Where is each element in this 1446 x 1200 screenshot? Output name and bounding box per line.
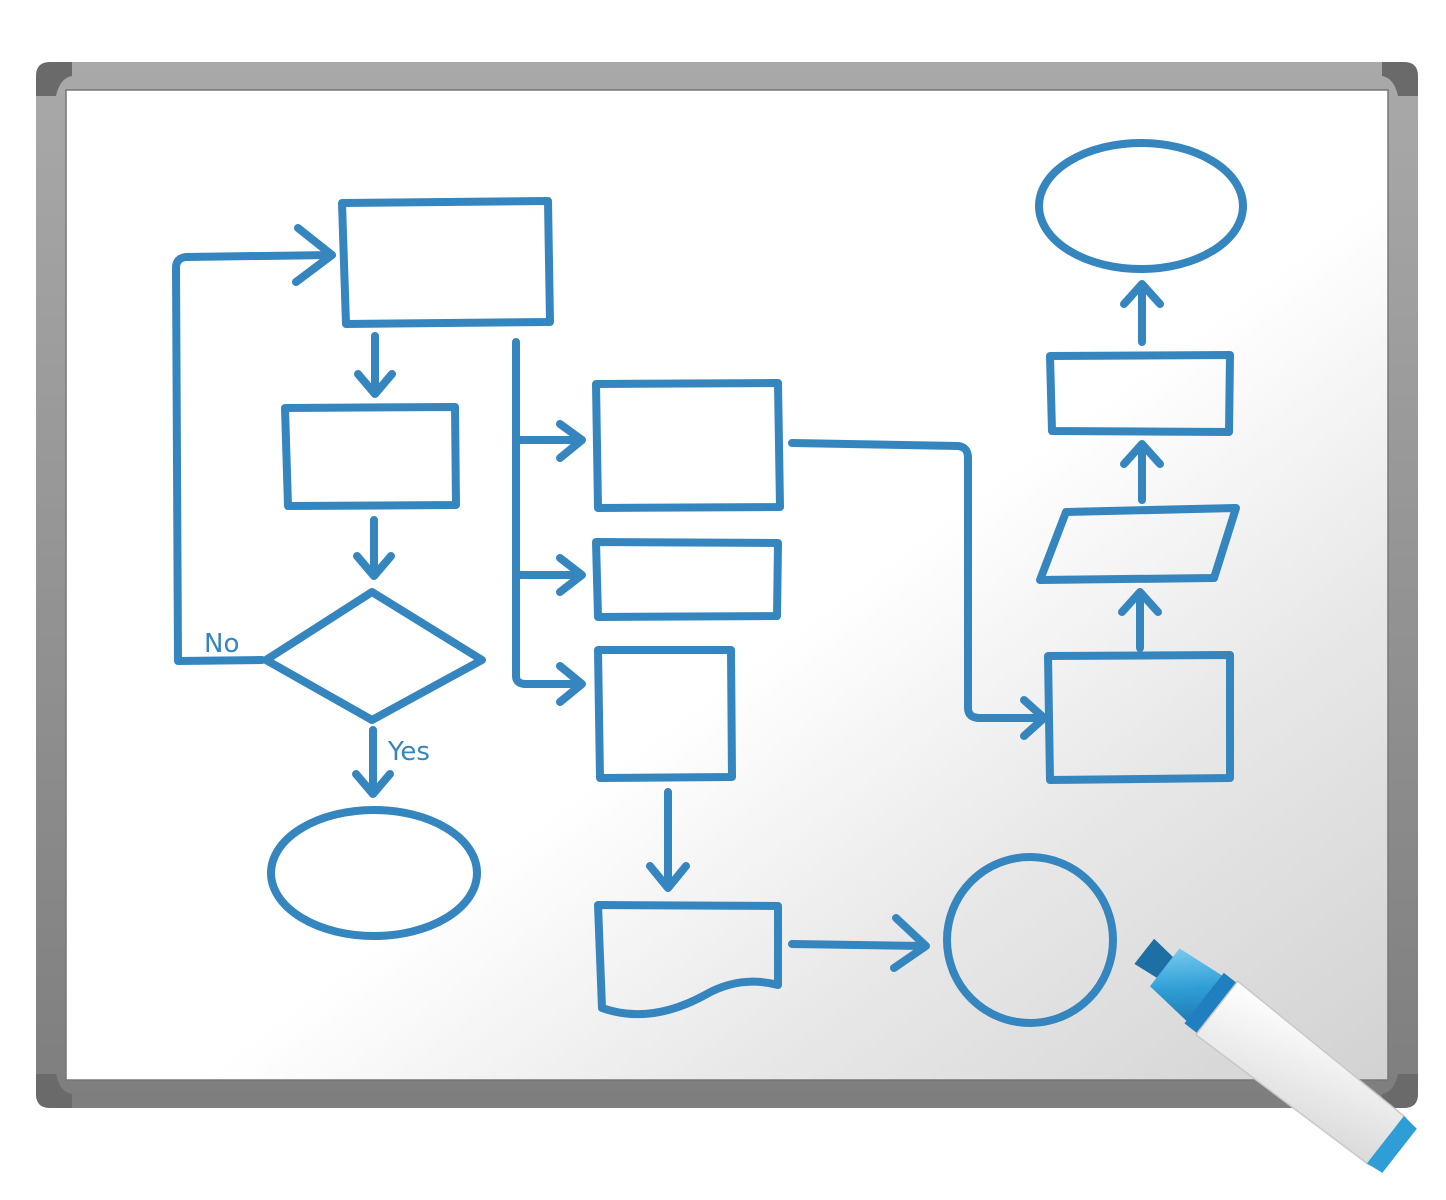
connector-middle-to-right <box>788 439 1046 722</box>
process-box-middle-1 <box>592 379 784 512</box>
loop-arrowhead <box>292 224 336 286</box>
arrow-right-3 <box>1120 280 1164 346</box>
connector-circle <box>943 853 1117 1027</box>
whiteboard-marker-icon <box>1134 938 1417 1173</box>
process-box-middle-3 <box>594 646 736 782</box>
arrow-to-document <box>646 788 690 892</box>
label-yes: Yes <box>387 737 430 767</box>
terminal-ellipse-right <box>1035 139 1247 273</box>
process-box-right-bottom <box>1044 651 1234 784</box>
terminal-ellipse-left <box>267 806 481 940</box>
frame-corner-bottom-left <box>36 1074 72 1108</box>
flowchart <box>172 139 1247 1027</box>
process-box-right-top <box>1046 351 1234 436</box>
connector-middle-to-right-head <box>1020 696 1048 740</box>
branch-arrow-1 <box>512 420 586 462</box>
arrow-right-1 <box>1118 588 1162 652</box>
data-parallelogram <box>1036 504 1240 584</box>
arrow-second-to-decision <box>353 516 395 580</box>
process-box-middle-2 <box>592 538 782 621</box>
process-box-second <box>281 403 460 510</box>
frame-corner-bottom-right <box>1382 1074 1418 1108</box>
loop-connector <box>172 251 336 665</box>
arrow-right-2 <box>1120 440 1164 504</box>
branch-trunk <box>512 338 584 688</box>
arrow-top-to-second <box>354 332 396 398</box>
arrow-document-to-connector <box>788 914 930 972</box>
board-frame <box>36 62 1418 1108</box>
arrow-decision-yes <box>352 726 394 798</box>
frame-corner-top-left <box>36 62 72 96</box>
branch-arrow-2 <box>512 554 586 596</box>
decision-diamond <box>262 588 486 724</box>
process-box-top <box>338 197 554 328</box>
label-no: No <box>204 629 239 659</box>
branch-arrow-3-head <box>556 662 586 706</box>
frame-corner-top-right <box>1382 62 1418 96</box>
document-shape <box>594 901 782 1019</box>
